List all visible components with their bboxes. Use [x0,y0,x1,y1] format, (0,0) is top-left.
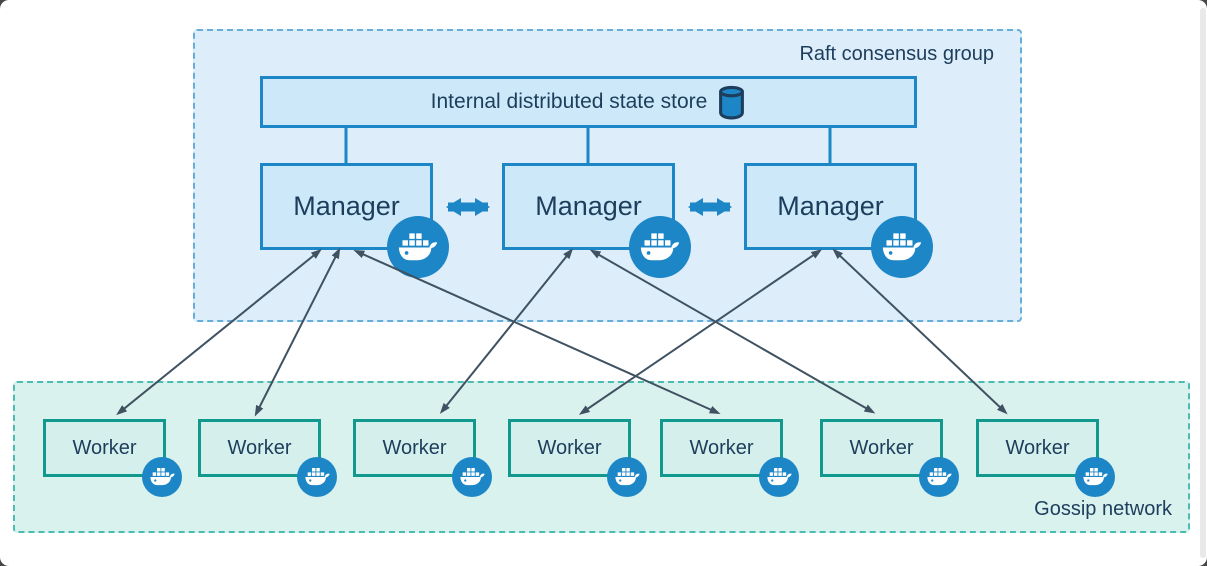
manager-label: Manager [535,191,642,221]
window-scroll-edge [1200,8,1206,558]
worker-node-6: Worker [820,419,959,497]
docker-whale-icon [919,457,959,497]
gossip-network-label: Gossip network [1034,498,1172,520]
worker-node-1: Worker [43,419,182,497]
worker-label: Worker [72,436,137,459]
worker-node-3: Worker [353,419,492,497]
docker-whale-icon [387,216,449,278]
worker-label: Worker [849,436,914,459]
worker-label: Worker [537,436,602,459]
docker-whale-icon [297,457,337,497]
worker-node-2: Worker [198,419,337,497]
worker-node-5: Worker [660,419,799,497]
raft-group-label: Raft consensus group [799,43,994,65]
worker-node-7: Worker [976,419,1115,497]
worker-label: Worker [1005,436,1070,459]
manager-node-1: Manager [260,163,449,278]
docker-whale-icon [142,457,182,497]
docker-whale-icon [1075,457,1115,497]
manager-label: Manager [293,191,400,221]
worker-label: Worker [382,436,447,459]
docker-whale-icon [452,457,492,497]
worker-label: Worker [689,436,754,459]
database-icon [719,85,745,119]
manager-node-2: Manager [502,163,691,278]
docker-whale-icon [759,457,799,497]
docker-whale-icon [871,216,933,278]
state-store-label: Internal distributed state store [430,90,708,113]
state-store-box: Internal distributed state store [260,76,917,128]
docker-whale-icon [629,216,691,278]
manager-node-3: Manager [744,163,933,278]
docker-whale-icon [607,457,647,497]
worker-node-4: Worker [508,419,647,497]
manager-label: Manager [777,191,884,221]
worker-label: Worker [227,436,292,459]
